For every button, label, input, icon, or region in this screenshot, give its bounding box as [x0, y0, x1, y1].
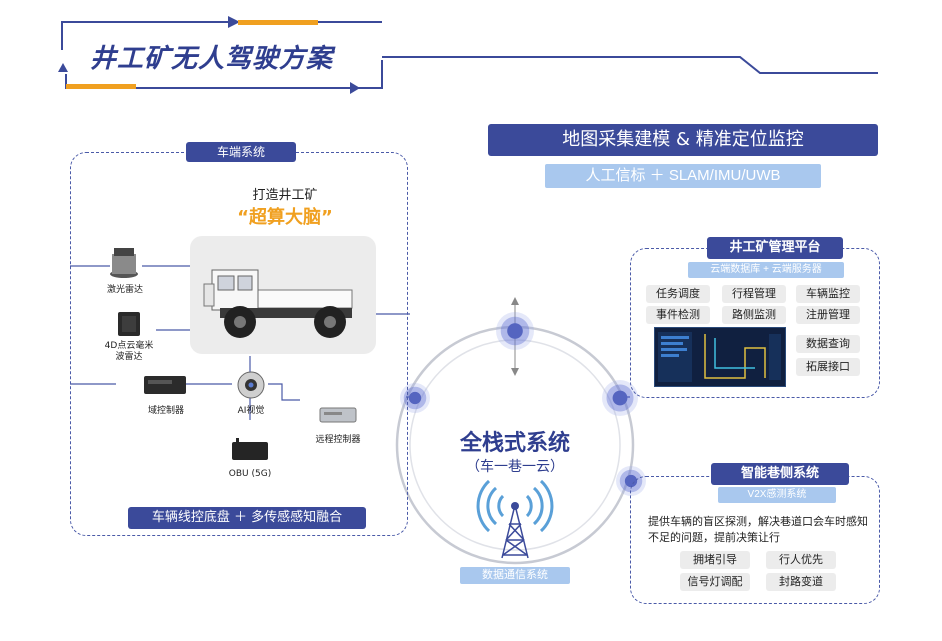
center-subtitle: （车一巷一云） — [466, 459, 564, 475]
tag-congestion-guidance: 拥堵引导 — [680, 551, 750, 569]
page-title: 井工矿无人驾驶方案 — [90, 44, 334, 74]
lidar-label: 激光雷达 — [106, 285, 143, 295]
mapping-title: 地图采集建模 & 精准定位监控 — [488, 124, 878, 156]
radar-4d-label: 4D点云毫米 波雷达 — [104, 341, 154, 362]
remote-controller-icon — [319, 407, 357, 423]
roadside-description: 提供车辆的盲区探测，解决巷道口会车时感知不足的问题，提前决策让行 — [648, 515, 868, 544]
roadside-subtitle: V2X感测系统 — [718, 487, 836, 503]
ai-vision-label: AI视觉 — [237, 406, 265, 416]
radar-4d-icon — [118, 312, 140, 336]
dashboard-preview-icon — [658, 332, 781, 382]
tag-registration-management: 注册管理 — [796, 306, 860, 324]
vehicle-system-title: 车端系统 — [186, 142, 296, 162]
tower-icon — [501, 504, 529, 559]
obu-label: OBU (5G) — [228, 469, 272, 479]
roadside-title: 智能巷侧系统 — [711, 463, 849, 485]
obu-icon — [232, 438, 268, 460]
header-decoration — [58, 16, 878, 94]
dashboard-screenshot — [654, 327, 786, 387]
remote-controller-label: 远程控制器 — [315, 435, 361, 445]
tag-data-query: 数据查询 — [796, 335, 860, 353]
vehicle-photo — [190, 236, 376, 354]
lidar-icon — [110, 248, 138, 278]
mapping-subtitle: 人工信标 ＋ SLAM/IMU/UWB — [545, 164, 821, 188]
vehicle-footer: 车辆线控底盘 ＋ 多传感感知融合 — [128, 507, 366, 529]
mining-truck-icon — [203, 269, 353, 338]
device-connectors — [70, 265, 410, 420]
tag-pedestrian-priority: 行人优先 — [766, 551, 836, 569]
tag-extension-interface: 拓展接口 — [796, 358, 860, 376]
node-top — [496, 312, 534, 350]
platform-subtitle: 云端数据库 + 云端服务器 — [688, 262, 844, 278]
center-title: 全栈式系统 — [459, 431, 570, 456]
tag-vehicle-monitoring: 车辆监控 — [796, 285, 860, 303]
platform-title: 井工矿管理平台 — [707, 237, 843, 259]
slogan-line2: “超算大脑” — [237, 207, 333, 228]
tag-event-detection: 事件检测 — [646, 306, 710, 324]
node-left — [400, 383, 430, 413]
ai-camera-icon — [237, 371, 265, 399]
tag-roadside-monitoring: 路侧监测 — [722, 306, 786, 324]
tag-signal-allocation: 信号灯调配 — [680, 573, 750, 591]
slogan-line1: 打造井工矿 — [252, 188, 318, 203]
domain-controller-icon — [144, 376, 186, 394]
domain-controller-label: 域控制器 — [147, 406, 184, 416]
tag-task-dispatch: 任务调度 — [646, 285, 710, 303]
comm-label: 数据通信系统 — [460, 567, 570, 584]
tag-road-closure-lane-change: 封路变道 — [766, 573, 836, 591]
tag-trip-management: 行程管理 — [722, 285, 786, 303]
